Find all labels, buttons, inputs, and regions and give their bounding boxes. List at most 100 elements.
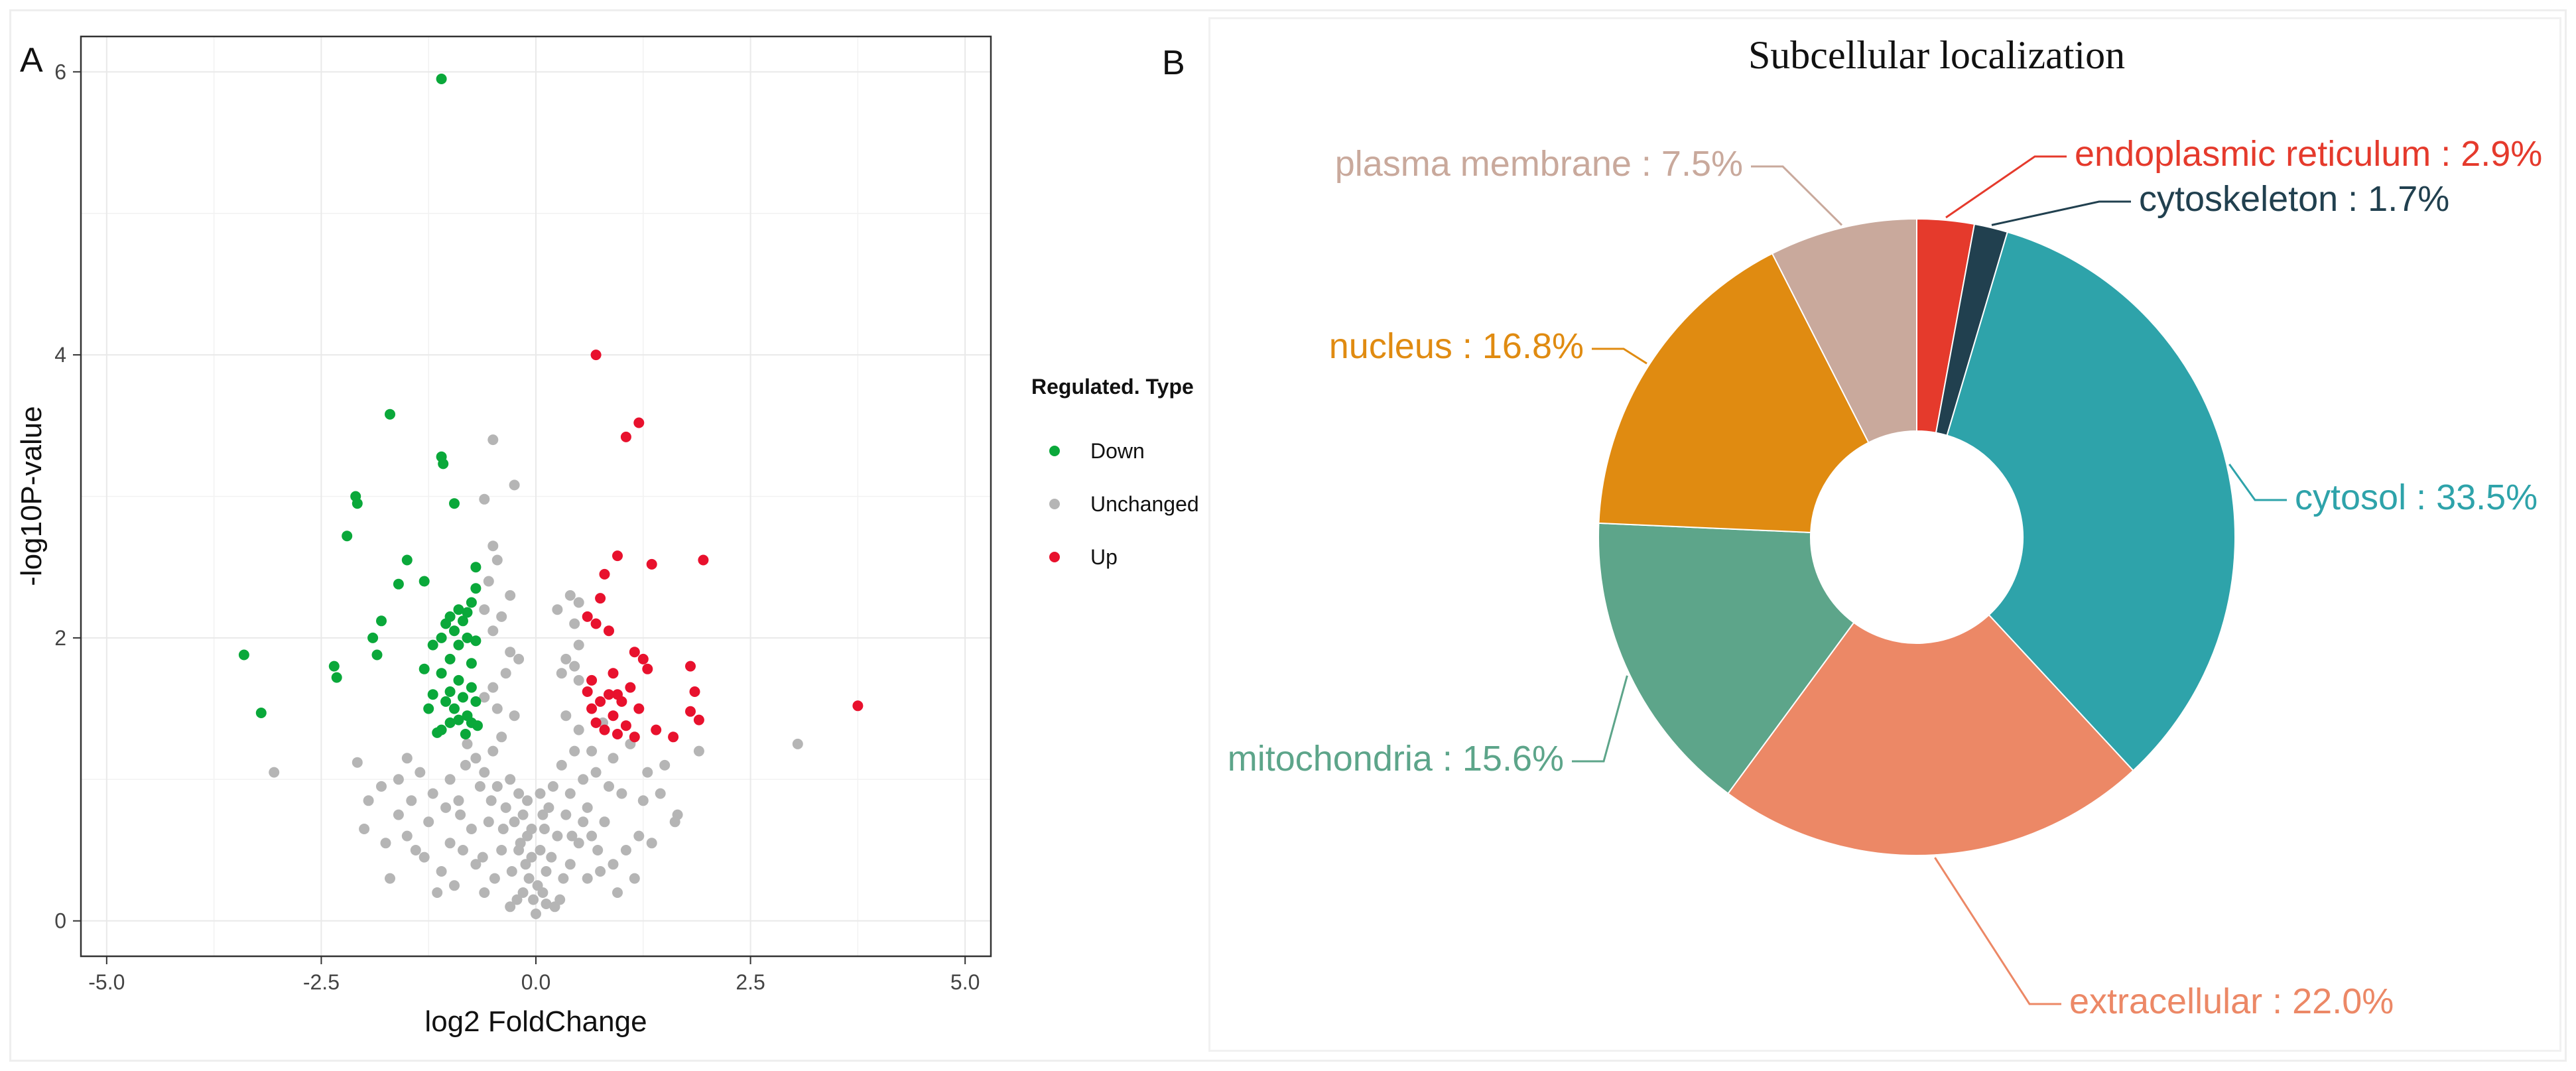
point-unchanged — [573, 724, 584, 735]
point-unchanged — [608, 859, 619, 870]
point-down — [328, 661, 340, 672]
point-unchanged — [642, 767, 653, 778]
legend-label: Unchanged — [1090, 492, 1199, 516]
point-unchanged — [269, 767, 280, 778]
point-unchanged — [573, 597, 584, 608]
legend-key-up — [1049, 552, 1060, 562]
legend-key-unchanged — [1049, 499, 1060, 509]
point-down — [462, 607, 473, 618]
point-unchanged — [517, 809, 529, 820]
point-down — [460, 729, 471, 739]
point-unchanged — [393, 809, 404, 820]
point-unchanged — [489, 873, 500, 884]
point-unchanged — [470, 859, 482, 870]
point-unchanged — [444, 774, 456, 785]
point-unchanged — [590, 767, 602, 778]
point-down — [419, 576, 430, 587]
point-unchanged — [477, 851, 488, 863]
point-unchanged — [491, 781, 503, 792]
point-down — [367, 632, 379, 643]
point-unchanged — [491, 554, 503, 566]
point-unchanged — [487, 682, 499, 693]
point-down — [472, 720, 483, 731]
point-down — [419, 663, 430, 674]
y-tick-label: 2 — [54, 626, 66, 650]
point-up — [595, 593, 606, 604]
point-unchanged — [466, 824, 477, 834]
point-unchanged — [582, 873, 593, 884]
point-unchanged — [655, 788, 666, 799]
point-up — [685, 706, 696, 717]
point-down — [342, 531, 353, 542]
point-unchanged — [462, 738, 473, 749]
point-unchanged — [479, 767, 490, 778]
point-down — [462, 632, 473, 643]
point-unchanged — [552, 604, 563, 615]
point-down — [436, 632, 447, 643]
point-up — [586, 703, 598, 714]
point-unchanged — [541, 899, 552, 909]
point-unchanged — [406, 795, 417, 806]
point-unchanged — [564, 859, 576, 870]
point-unchanged — [513, 788, 525, 799]
point-unchanged — [509, 710, 520, 722]
point-unchanged — [376, 781, 387, 792]
legend-key-down — [1049, 446, 1060, 456]
point-up — [590, 349, 602, 361]
point-unchanged — [505, 590, 516, 601]
point-unchanged — [509, 479, 520, 491]
point-unchanged — [427, 788, 438, 799]
point-unchanged — [505, 774, 516, 785]
point-unchanged — [506, 866, 517, 877]
point-down — [436, 74, 447, 84]
point-down — [466, 658, 477, 669]
point-unchanged — [380, 838, 391, 849]
point-up — [586, 674, 598, 686]
legend-label: Down — [1090, 439, 1145, 463]
point-unchanged — [523, 873, 535, 884]
legend-title: Regulated. Type — [1031, 375, 1194, 399]
point-unchanged — [487, 434, 499, 446]
x-tick-label: -5.0 — [88, 970, 125, 994]
point-unchanged — [616, 788, 627, 799]
point-down — [438, 458, 449, 470]
x-tick-label: -2.5 — [303, 970, 340, 994]
point-unchanged — [455, 809, 466, 820]
point-unchanged — [511, 894, 523, 905]
point-unchanged — [393, 774, 404, 785]
point-unchanged — [401, 753, 413, 764]
point-unchanged — [513, 845, 525, 855]
point-down — [432, 727, 443, 738]
point-unchanged — [573, 639, 584, 651]
point-up — [620, 431, 631, 442]
point-unchanged — [566, 830, 578, 842]
x-tick-label: 5.0 — [950, 970, 980, 994]
plot-grid — [81, 36, 991, 956]
point-unchanged — [599, 816, 610, 828]
point-unchanged — [669, 816, 680, 828]
point-unchanged — [582, 802, 593, 813]
point-unchanged — [569, 661, 580, 672]
panel-b-border — [1208, 17, 2561, 1052]
point-unchanged — [453, 795, 464, 806]
point-unchanged — [556, 668, 567, 679]
point-up — [612, 550, 623, 562]
point-unchanged — [573, 674, 584, 686]
point-up — [633, 703, 645, 714]
point-unchanged — [526, 824, 537, 834]
point-unchanged — [543, 802, 554, 813]
point-unchanged — [537, 887, 548, 898]
point-up — [620, 720, 631, 731]
point-unchanged — [528, 894, 539, 905]
point-up — [582, 686, 593, 697]
point-unchanged — [560, 809, 572, 820]
point-unchanged — [604, 781, 614, 792]
point-unchanged — [637, 795, 649, 806]
point-unchanged — [352, 757, 363, 768]
point-unchanged — [470, 753, 482, 764]
point-down — [440, 696, 452, 707]
point-down — [393, 578, 404, 590]
